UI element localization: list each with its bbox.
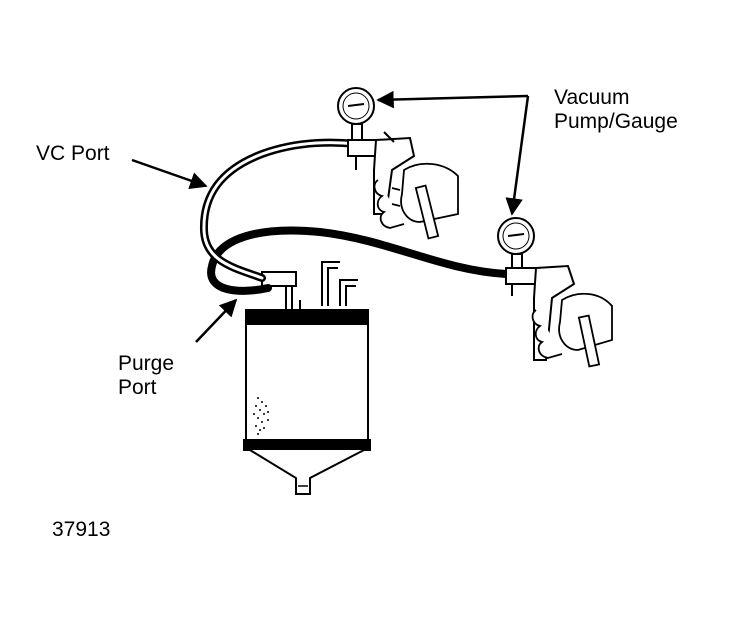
hand-2 [531,292,613,368]
pump-gauge-label-line2: Pump/Gauge [554,110,678,133]
hand-1 [373,162,459,240]
canister-shading [253,397,269,435]
evap-canister [243,261,371,495]
purge-label-line1: Purge [118,352,175,375]
vacuum-label-line1: Vacuum [554,86,630,109]
figure-number: 37913 [52,518,111,541]
vacuum-hoses [199,138,510,295]
callout-arrows [131,90,530,343]
vc-port-label: VC Port [36,142,110,165]
port-label-line2: Port [118,376,157,399]
